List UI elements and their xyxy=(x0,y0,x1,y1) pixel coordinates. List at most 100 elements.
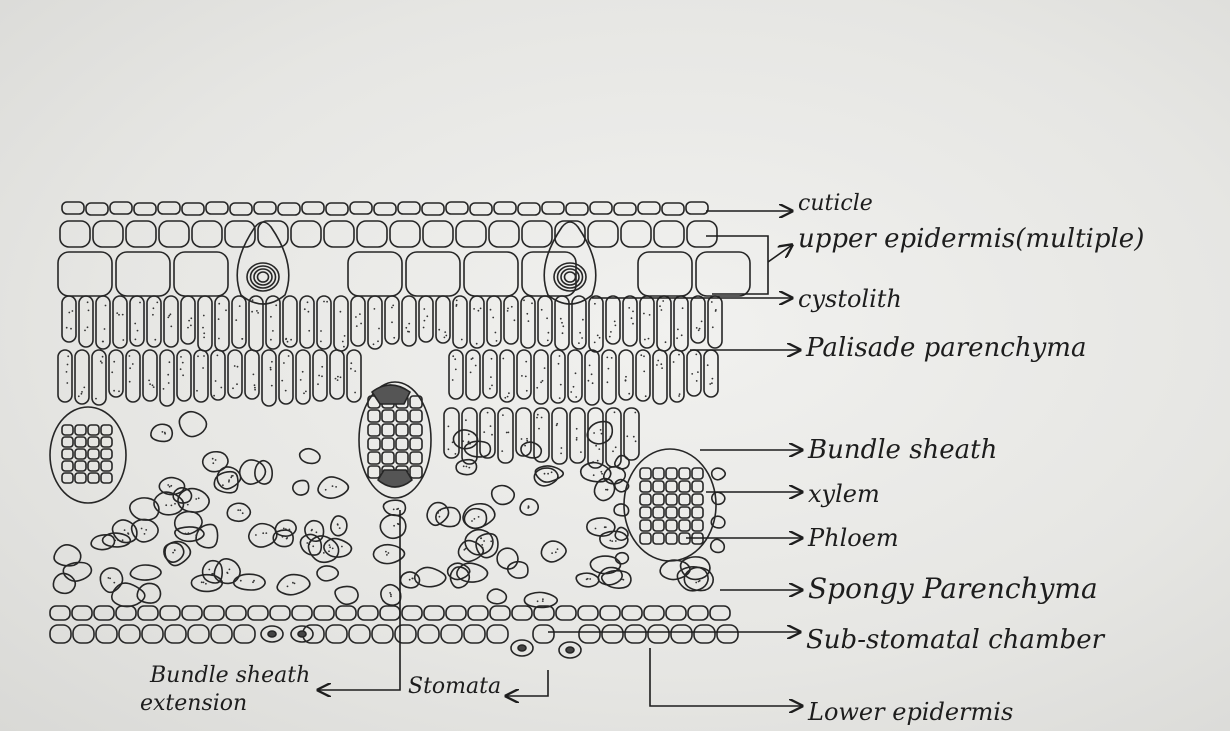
cuticle-cell xyxy=(590,202,612,214)
chloroplast-dot xyxy=(67,355,69,357)
chloroplast-dot xyxy=(311,530,313,532)
lower-epidermis-cell xyxy=(73,625,94,643)
chloroplast-dot xyxy=(294,583,296,585)
chloroplast-dot xyxy=(673,361,675,363)
upper-epidermis-cell xyxy=(555,221,585,247)
chloroplast-dot xyxy=(478,516,480,518)
chloroplast-dot xyxy=(424,320,426,322)
spongy-parenchyma-cell xyxy=(203,561,223,583)
spongy-parenchyma-cell xyxy=(179,412,206,437)
chloroplast-dot xyxy=(609,540,611,542)
lower-epidermis-cell xyxy=(138,606,158,620)
spongy-parenchyma-cell xyxy=(335,586,358,604)
xylem-cell xyxy=(666,494,677,505)
upper-epidermis-cell xyxy=(423,221,453,247)
chloroplast-dot xyxy=(275,304,277,306)
chloroplast-dot xyxy=(593,432,595,434)
upper-epidermis-cell xyxy=(357,221,387,247)
chloroplast-dot xyxy=(187,504,189,506)
palisade-cell xyxy=(516,408,531,456)
chloroplast-dot xyxy=(202,327,204,329)
chloroplast-dot xyxy=(230,477,232,479)
chloroplast-dot xyxy=(712,326,714,328)
chloroplast-dot xyxy=(78,395,80,397)
chloroplast-dot xyxy=(377,340,379,342)
chloroplast-dot xyxy=(254,387,256,389)
chloroplast-dot xyxy=(393,337,395,339)
cuticle-cell xyxy=(638,202,660,214)
xylem-cell xyxy=(62,437,73,447)
chloroplast-dot xyxy=(323,552,325,554)
chloroplast-dot xyxy=(439,516,441,518)
palisade-cell xyxy=(436,296,450,343)
chloroplast-dot xyxy=(605,489,607,491)
chloroplast-dot xyxy=(152,384,154,386)
palisade-cell xyxy=(498,408,513,463)
label-bundle-sheath-extension-line2: extension xyxy=(140,693,247,715)
chloroplast-dot xyxy=(323,301,325,303)
xylem-cell xyxy=(666,520,677,531)
chloroplast-dot xyxy=(559,397,561,399)
xylem-cell xyxy=(679,468,690,479)
cystolith-crystal xyxy=(247,263,279,291)
chloroplast-dot xyxy=(576,428,578,430)
lower-epidermis-cell xyxy=(349,625,370,643)
xylem-cell xyxy=(396,452,408,464)
palisade-cell xyxy=(453,296,467,348)
chloroplast-dot xyxy=(72,310,74,312)
spongy-parenchyma-cell xyxy=(227,503,250,521)
chloroplast-dot xyxy=(205,583,207,585)
chloroplast-dot xyxy=(649,314,651,316)
label-spongy-parenchyma: Spongy Parenchyma xyxy=(808,575,1098,603)
chloroplast-dot xyxy=(172,552,174,554)
chloroplast-dot xyxy=(632,311,634,313)
spongy-parenchyma-cell xyxy=(604,467,626,484)
xylem-cell xyxy=(653,481,664,492)
chloroplast-dot xyxy=(605,526,607,528)
lower-epidermis-cell xyxy=(402,606,422,620)
chloroplast-dot xyxy=(483,540,485,542)
chloroplast-dot xyxy=(575,396,577,398)
label-cuticle: cuticle xyxy=(798,193,873,215)
palisade-cell xyxy=(402,296,416,346)
chloroplast-dot xyxy=(625,379,627,381)
chloroplast-dot xyxy=(536,417,538,419)
chloroplast-dot xyxy=(544,473,546,475)
lower-epidermis-cell xyxy=(326,625,347,643)
chloroplast-dot xyxy=(409,579,411,581)
chloroplast-dot xyxy=(601,433,603,435)
palisade-cell xyxy=(75,350,89,404)
chloroplast-dot xyxy=(212,458,214,460)
chloroplast-dot xyxy=(495,332,497,334)
xylem-dark-vessel xyxy=(378,470,412,487)
upper-epidermis-cell xyxy=(159,221,189,247)
palisade-cell xyxy=(385,296,399,344)
chloroplast-dot xyxy=(237,509,239,511)
chloroplast-dot xyxy=(343,346,345,348)
chloroplast-dot xyxy=(523,299,525,301)
chloroplast-dot xyxy=(470,372,472,374)
chloroplast-dot xyxy=(597,460,599,462)
lower-epidermis-cell xyxy=(464,625,485,643)
chloroplast-dot xyxy=(232,387,234,389)
chloroplast-dot xyxy=(609,336,611,338)
xylem-cell xyxy=(666,507,677,518)
xylem-cell xyxy=(653,494,664,505)
lower-epidermis-cell xyxy=(600,606,620,620)
chloroplast-dot xyxy=(540,381,542,383)
chloroplast-dot xyxy=(113,361,115,363)
upper-epidermis-cell xyxy=(126,221,156,247)
chloroplast-dot xyxy=(504,397,506,399)
chloroplast-dot xyxy=(212,573,214,575)
chloroplast-dot xyxy=(202,367,204,369)
chloroplast-dot xyxy=(318,375,320,377)
spongy-parenchyma-cell xyxy=(450,567,469,588)
chloroplast-dot xyxy=(481,544,483,546)
xylem-cell xyxy=(88,449,99,459)
lower-epidermis-cell xyxy=(226,606,246,620)
chloroplast-dot xyxy=(102,356,104,358)
xylem-cell xyxy=(75,425,86,435)
chloroplast-dot xyxy=(452,379,454,381)
lower-epidermis-cell xyxy=(644,606,664,620)
chloroplast-dot xyxy=(557,548,559,550)
